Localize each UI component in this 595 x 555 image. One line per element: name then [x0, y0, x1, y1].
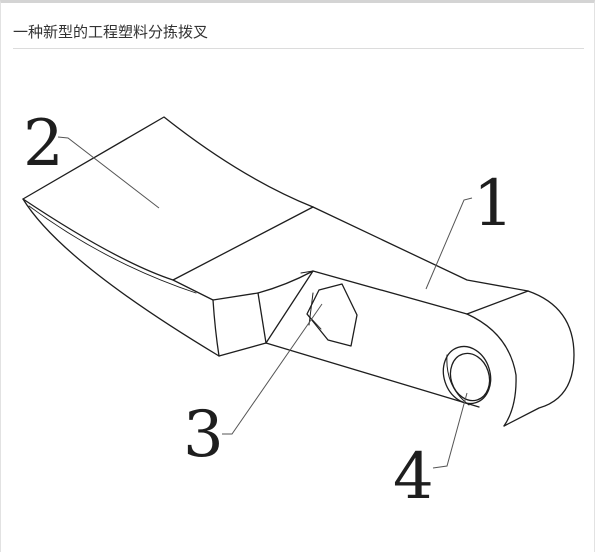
hex-hole: [306, 283, 358, 347]
patent-drawing: 2 1 3 4: [22, 107, 575, 514]
leader-line-4: [432, 392, 468, 469]
fork-blade: [22, 116, 314, 357]
leader-line-2: [57, 136, 160, 209]
pivot-bushing: [442, 345, 492, 406]
callout-4: 4: [393, 440, 434, 514]
callout-3: 3: [183, 398, 224, 472]
leader-line-1: [425, 197, 473, 290]
title-bar: 一种新型的工程塑料分拣拨叉: [13, 19, 584, 49]
fork-arm: [257, 206, 575, 427]
leader-line-3: [222, 303, 323, 435]
callout-2: 2: [23, 107, 64, 181]
callout-1: 1: [473, 167, 514, 241]
page-title: 一种新型的工程塑料分拣拨叉: [13, 23, 209, 41]
leader-lines: [57, 136, 473, 469]
